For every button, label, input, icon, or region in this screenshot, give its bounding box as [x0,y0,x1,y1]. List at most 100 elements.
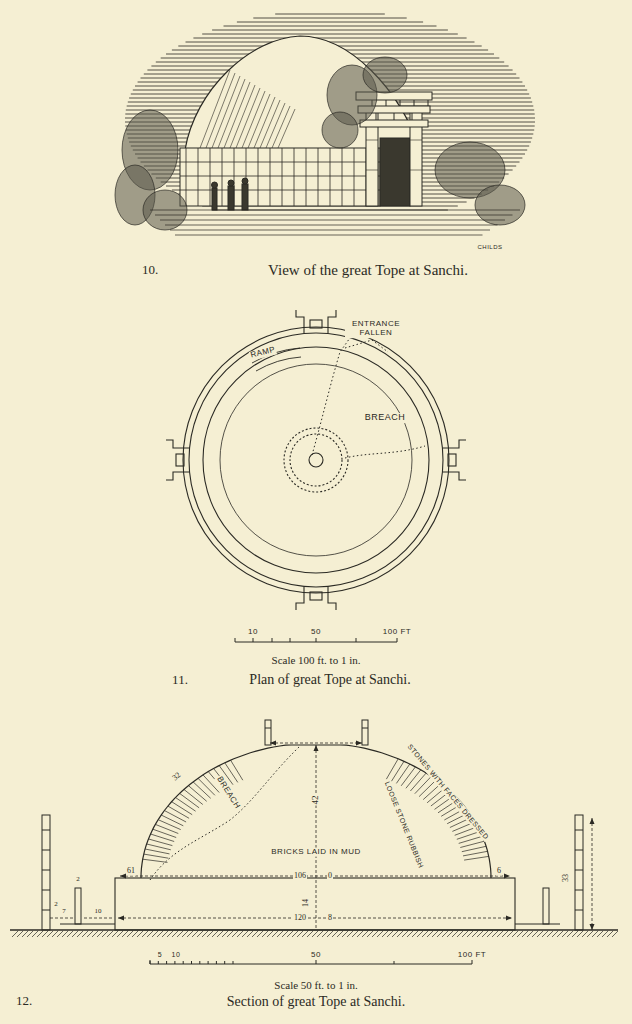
hatch-line [460,841,484,847]
hatch-line [172,931,178,937]
diagram-label: BREACH [214,774,242,811]
hatch-line [275,14,385,15]
hatch-line [142,931,148,937]
ground [150,210,520,235]
hatch-line [282,148,283,206]
hatch-line [607,931,613,937]
hatch-line [302,931,308,937]
hatch-line [202,931,208,937]
hatch-line [248,94,270,148]
hatch-line [87,931,93,937]
hatch-line [150,210,520,211]
hatch-line [17,931,23,937]
hatch-line [577,931,583,937]
hatch-line [467,931,473,937]
hatch-line [158,820,181,830]
hatch-line [253,18,406,19]
caption-text: 6 [496,867,502,876]
hatch-line [12,931,18,937]
hatch-line [232,931,238,937]
hatch-line [172,802,193,815]
hatch-line [193,38,466,39]
hatch-line [231,760,243,780]
hatch-line [312,931,318,937]
hatch-line [415,776,432,793]
caption-text: Scale 100 ft. to 1 in. [271,654,362,666]
hatch-line [597,931,603,937]
hatch-line [180,793,200,807]
hatch-line [602,931,608,937]
caption-text: 42 [311,795,321,806]
hatch-line [587,931,593,937]
hatch-line [462,846,486,851]
hatch-line [218,79,245,148]
hatch-line [422,931,428,937]
hatch-line [217,931,223,937]
hatch-line [167,931,173,937]
hatch-line [547,931,553,937]
hatch-line [582,931,588,937]
hatch-line [396,764,409,783]
dome-shading [200,70,295,148]
hatch-line [157,931,163,937]
caption-text: 8 [327,914,333,923]
hatch-line [352,931,358,937]
hatch-line [192,931,198,937]
hatch-line [417,931,423,937]
hatch-line [170,230,490,231]
hatch-line [292,931,298,937]
hatch-line [137,931,143,937]
diagram-label: 100 FT [457,951,487,960]
hatch-line [242,931,248,937]
hatch-line [487,931,493,937]
hatch-line [237,931,243,937]
hatch-line [92,931,98,937]
trees [115,57,525,230]
hatch-line [332,931,338,937]
diagram-label: 5 [157,951,163,959]
hatch-line [497,931,503,937]
hatch-line [67,931,73,937]
hatch-line [155,824,178,833]
hatch-line [266,103,285,148]
hatch-line [464,856,489,860]
hatch-line [32,931,38,937]
hatch-line [102,931,108,937]
railing [180,148,380,206]
hatch-line [463,851,488,856]
hatch-line [37,931,43,937]
rail-posts [42,815,583,930]
caption-text: 11. [171,673,189,687]
scale-bar [150,960,472,964]
hatch-line [278,109,295,148]
hatch-line [277,931,283,937]
hatch-line [367,931,373,937]
caption-text: 0 [327,872,333,881]
hatch-line [512,931,518,937]
hatch-line [307,931,313,937]
hatch-line [260,100,280,148]
hatch-line [517,931,523,937]
hatch-line [176,798,196,812]
hatch-line [57,931,63,937]
harmika [265,720,368,745]
hatch-line [442,931,448,937]
hatch-line [357,931,363,937]
hatch-line [401,767,415,786]
hatch-line [507,931,513,937]
hatch-line [557,931,563,937]
hatch-line [542,931,548,937]
hatch-line [342,148,343,206]
diagram-label: RAMP [249,345,277,360]
caption-text: 32 [170,770,183,783]
sky-hatching [125,14,535,210]
hatch-line [572,931,578,937]
hatch-line [262,931,268,937]
hatch-line [161,815,183,826]
hatch-line [180,176,380,177]
hatch-line [392,761,405,781]
hatch-line [287,931,293,937]
hatch-line [552,931,558,937]
hatch-line [522,931,528,937]
